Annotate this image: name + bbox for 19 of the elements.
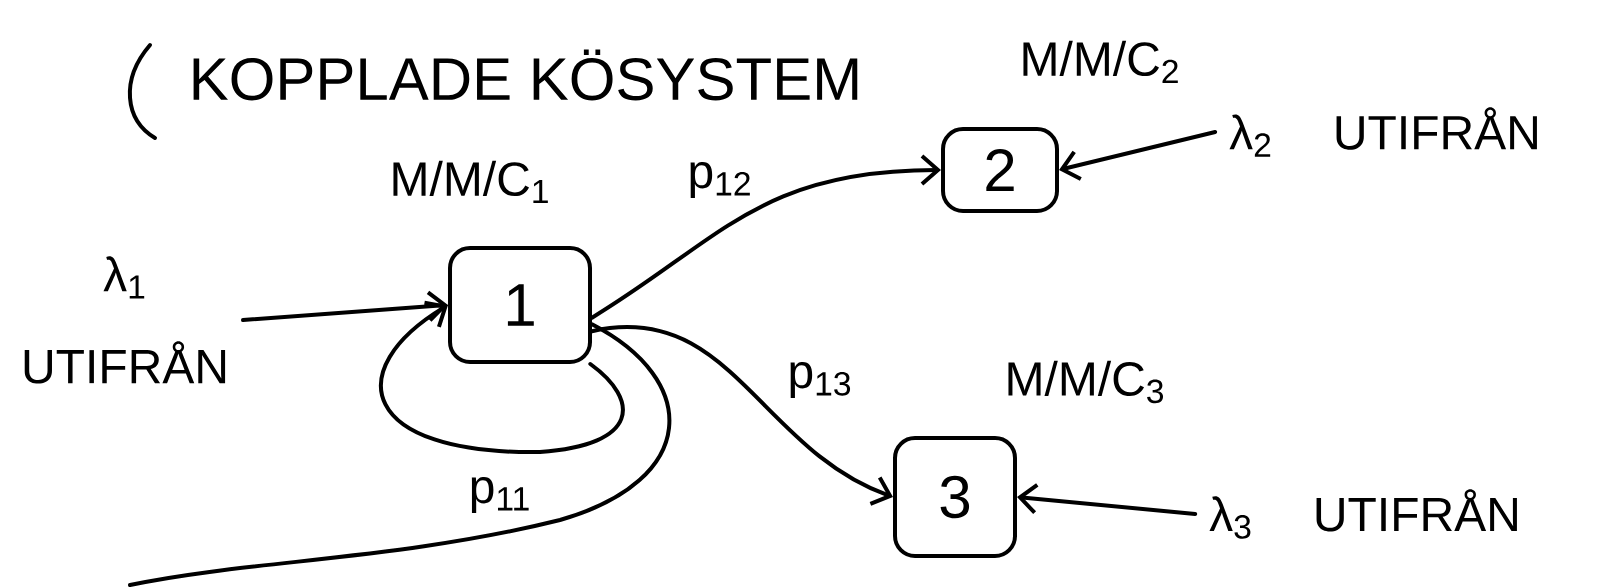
arrow bbox=[379, 300, 625, 454]
arrival-label: λ$_{3}$ UTIFRÅN bbox=[1209, 489, 1517, 539]
queue-label: M/M/C$_{1}$ bbox=[393, 160, 548, 204]
queue-label: M/M/C$_{2}$ bbox=[1023, 40, 1178, 84]
title: KOPPLADE KÖSYSTEM bbox=[193, 49, 858, 101]
queue-box: 2 bbox=[941, 127, 1059, 213]
queue-box: 3 bbox=[893, 436, 1017, 558]
arrival-label: λ$_{1}$ UTIFRÅN bbox=[24, 256, 226, 384]
arrow bbox=[1017, 483, 1198, 516]
edge-label: p$_{13}$ bbox=[783, 358, 857, 402]
arrival-label: λ$_{2}$ UTIFRÅN bbox=[1229, 107, 1537, 157]
queue-box: 1 bbox=[448, 246, 592, 364]
edge-label: p$_{12}$ bbox=[683, 158, 757, 202]
arrow bbox=[590, 154, 941, 320]
arrow bbox=[1059, 130, 1218, 181]
edge-label: p$_{11}$ bbox=[464, 473, 536, 517]
queue-label: M/M/C$_{3}$ bbox=[1008, 360, 1164, 404]
arrow bbox=[590, 325, 893, 506]
arrow bbox=[241, 290, 448, 322]
